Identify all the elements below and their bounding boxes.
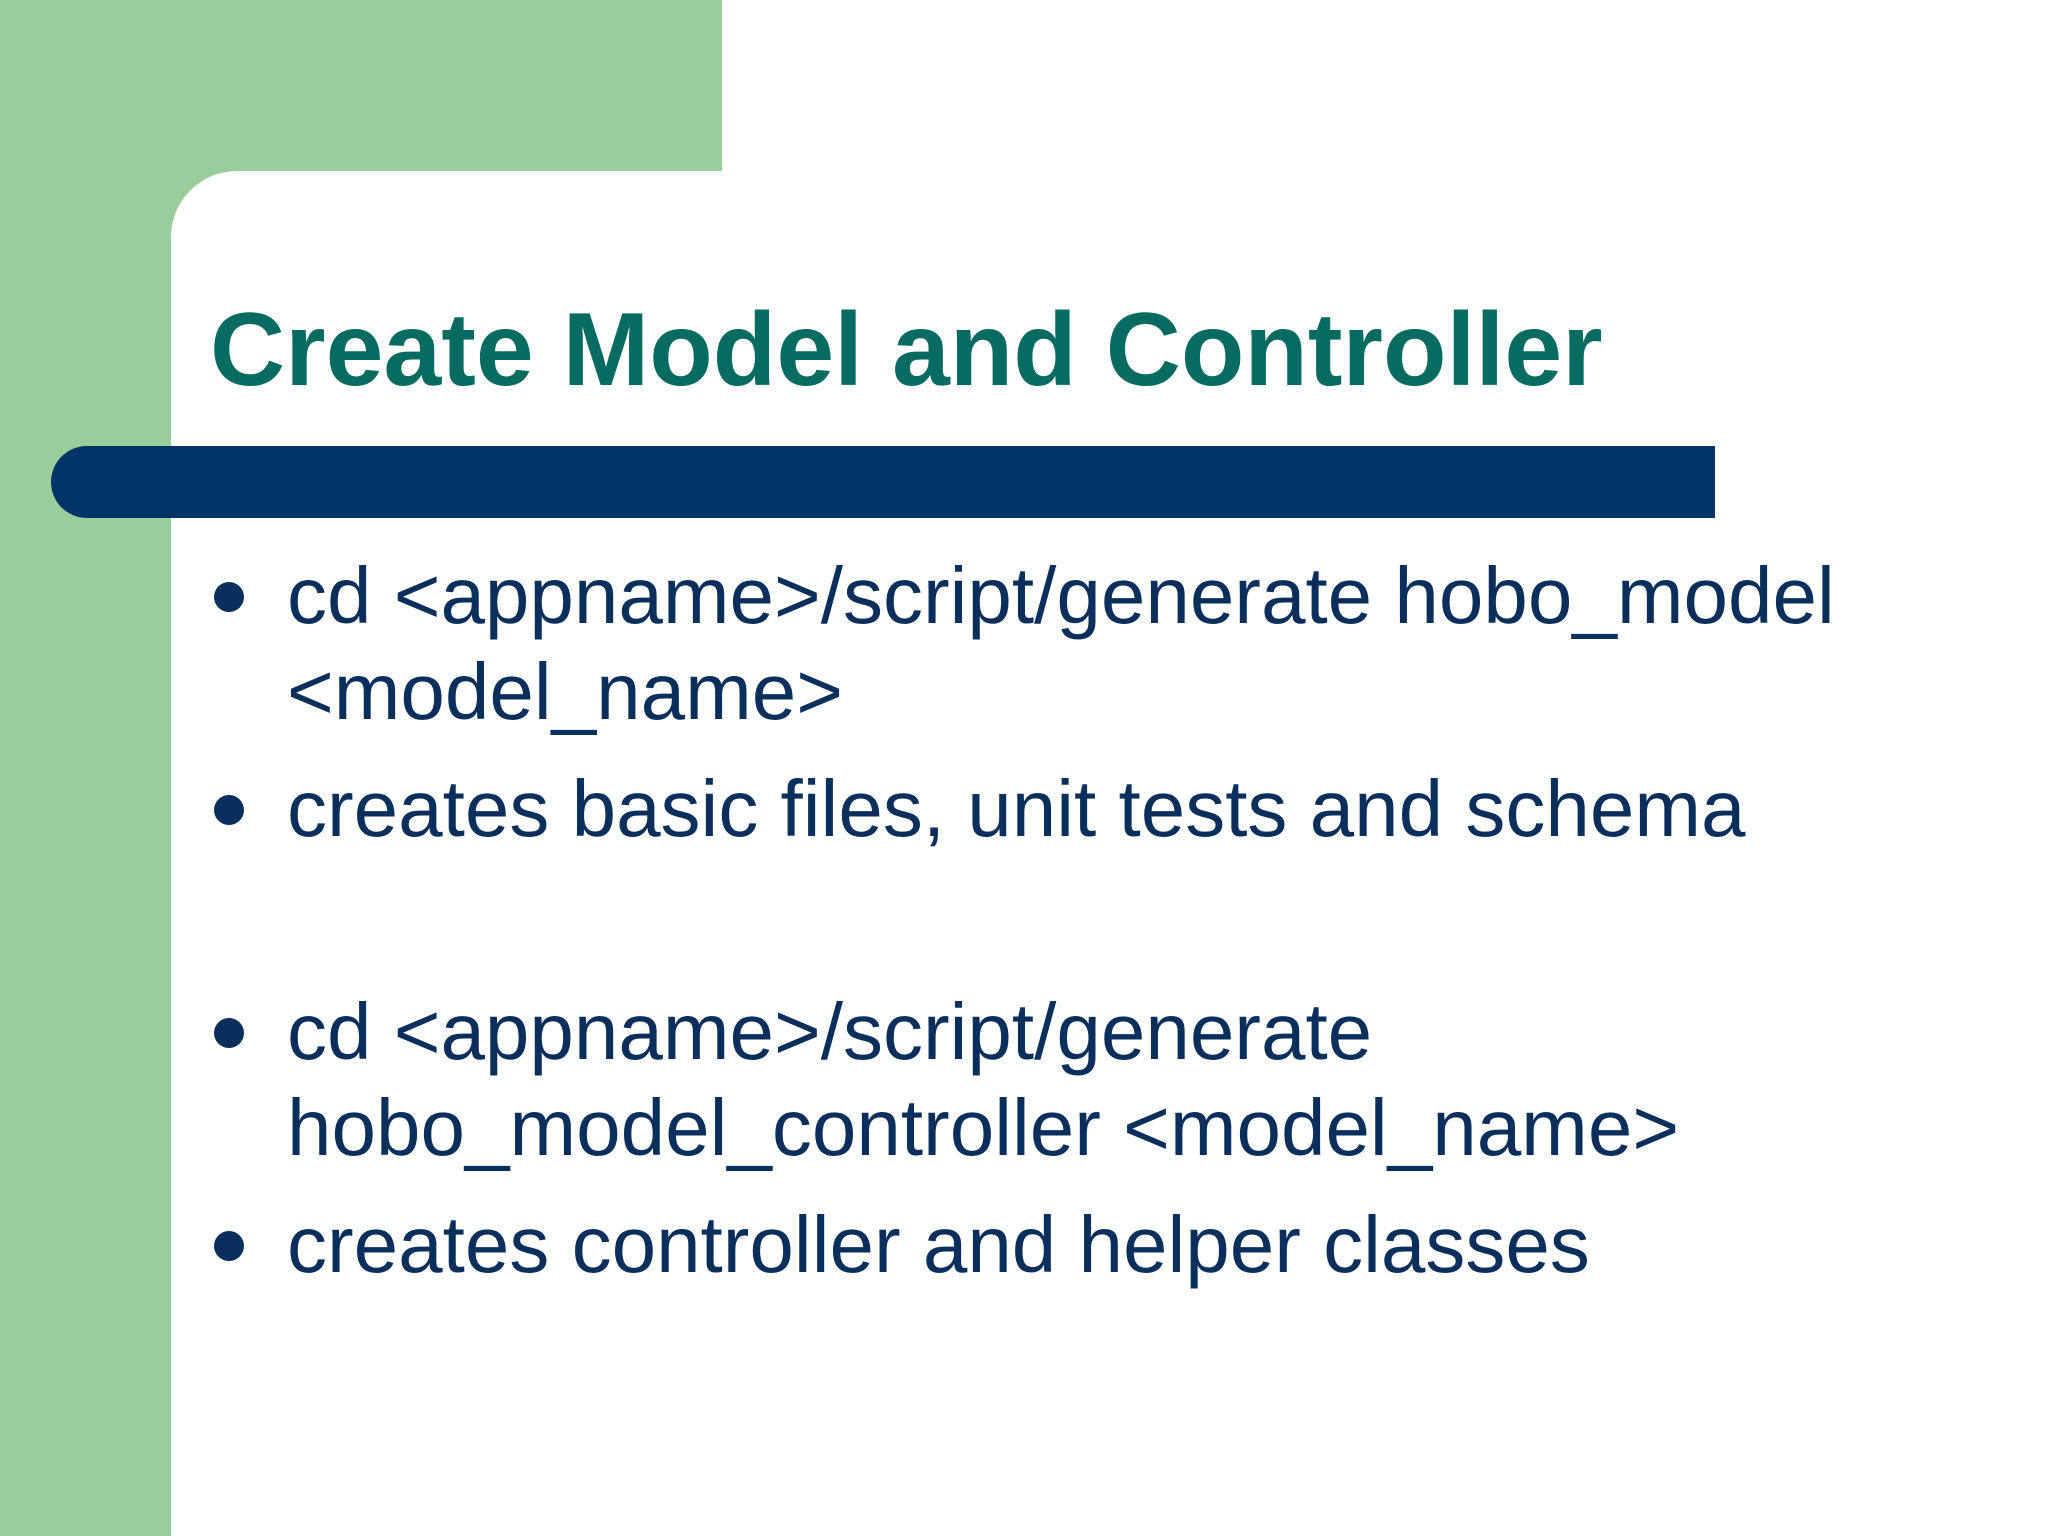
bullet-dot-icon <box>214 1018 244 1048</box>
bullet-dot-icon <box>214 1231 244 1261</box>
bullet-dot-icon <box>214 795 244 825</box>
bullet-text-line: hobo_model_controller <model_name> <box>287 1083 1680 1172</box>
bullet-item: cd <appname>/script/generate hobo_model_… <box>210 984 2010 1176</box>
bullet-list: cd <appname>/script/generate hobo_model … <box>210 548 2010 1293</box>
content-panel <box>171 171 2048 1536</box>
bullet-text-line: creates controller and helper classes <box>287 1200 1590 1289</box>
bullet-item: cd <appname>/script/generate hobo_model … <box>210 548 2010 740</box>
slide-title: Create Model and Controller <box>210 292 1603 408</box>
bullet-dot-icon <box>214 582 244 612</box>
bullet-text-line: cd <appname>/script/generate hobo_model <box>287 551 1835 640</box>
title-underline-bar <box>51 446 1715 518</box>
bullet-text-line: cd <appname>/script/generate <box>287 987 1373 1076</box>
bullet-item: creates controller and helper classes <box>210 1197 2010 1293</box>
bullet-item: creates basic files, unit tests and sche… <box>210 761 2010 857</box>
bullet-text-line: <model_name> <box>287 647 843 736</box>
bullet-text-line: creates basic files, unit tests and sche… <box>287 764 1746 853</box>
